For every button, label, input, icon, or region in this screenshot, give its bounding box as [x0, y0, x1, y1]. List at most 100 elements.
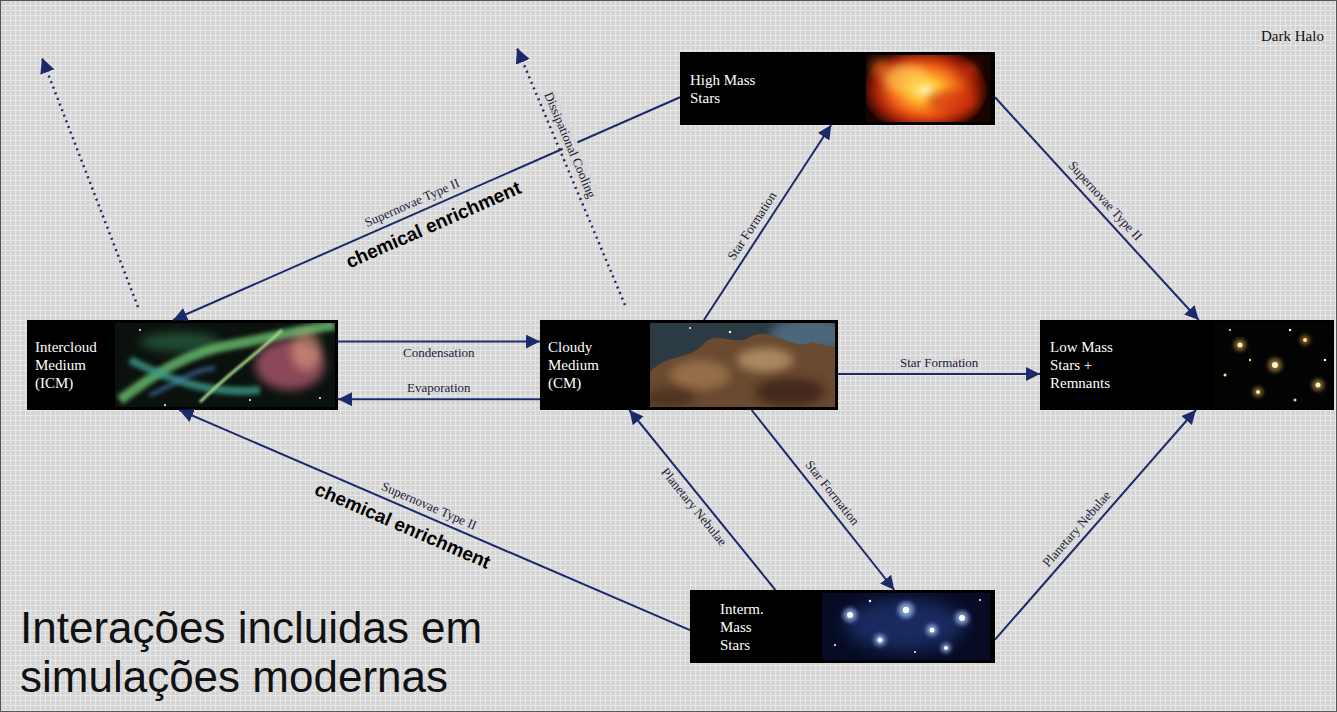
cluster-image [878, 638, 883, 643]
cluster-image [959, 615, 965, 621]
cluster-image [926, 624, 938, 636]
cluster-image [944, 646, 948, 650]
arrow-label: Supernovae Type II [1065, 158, 1146, 244]
nebula-image [319, 397, 321, 399]
cluster-image [843, 608, 857, 622]
cluster-image [979, 599, 981, 601]
nebula-image [164, 404, 166, 406]
box-title: High Mass Stars [690, 71, 770, 107]
cloud-image [755, 378, 825, 406]
supernova-image [927, 90, 977, 114]
process-label: Dissipational Cooling [539, 87, 600, 204]
flow-arrow [629, 410, 775, 590]
cluster-image [930, 628, 935, 633]
box-text-group: Intercloud Medium (ICM) [35, 338, 115, 392]
nebula-image [139, 329, 141, 331]
box-title: Intercloud Medium (ICM) [35, 338, 115, 392]
star-field-image [1289, 329, 1291, 331]
nebula-image [115, 323, 335, 407]
flow-arrow [338, 398, 540, 400]
process-box: Intercloud Medium (ICM) [27, 320, 338, 410]
cooling-arrow [42, 58, 138, 307]
cluster-image [898, 602, 914, 618]
region-label: Dark Halo [1261, 28, 1324, 45]
star-field-image [1316, 383, 1321, 388]
supernova-image [866, 55, 987, 122]
cluster-image [847, 612, 853, 618]
nebula-image [120, 325, 335, 400]
box-title: Interm. Mass Stars [720, 600, 782, 654]
cloud-image [650, 388, 695, 407]
star-field-image [1268, 358, 1282, 372]
arrow-label: Planetary Nebulae [1039, 488, 1114, 571]
star-field-image [1249, 359, 1251, 361]
box-title: Low Mass Stars + Remnants [1050, 338, 1130, 392]
box-panel [690, 590, 995, 663]
star-field-image [1229, 329, 1231, 331]
cluster-image [914, 651, 916, 653]
box-text-group: Cloudy Medium (CM) [548, 338, 628, 392]
box-panel [27, 320, 338, 410]
star-field-image [1256, 390, 1260, 394]
cluster-image [903, 607, 909, 613]
box-panel [1040, 320, 1334, 410]
star-field-image [1212, 323, 1331, 407]
arrow-label: Star Formation [801, 457, 862, 528]
flow-arrow [179, 410, 690, 630]
cloud-image [670, 360, 730, 390]
star-field-image [1238, 343, 1243, 348]
process-box: Cloudy Medium (CM) [540, 320, 838, 410]
box-text-group: High Mass Stars [690, 71, 770, 107]
supernova-image [870, 58, 890, 78]
nebula-image [115, 323, 335, 407]
box-panel [27, 52, 1334, 663]
supernova-image [866, 55, 990, 122]
process-box: Interm. Mass Stars [690, 590, 995, 663]
star-field-image [1234, 339, 1246, 351]
star-field-image [1300, 335, 1310, 345]
arrow-label: Planetary Nebulae [657, 465, 730, 549]
cluster-image [834, 644, 836, 646]
flow-arrow [338, 341, 540, 343]
process-box: High Mass Stars [680, 52, 995, 125]
star-field-image [1272, 362, 1278, 368]
star-field-image [1312, 379, 1324, 391]
cloud-image [689, 327, 691, 329]
nebula-image [150, 368, 215, 395]
flow-arrow [173, 97, 680, 320]
arrow-label: Star Formation [724, 189, 780, 263]
box-title: Cloudy Medium (CM) [548, 338, 628, 392]
flow-arrow [995, 410, 1196, 640]
supernova-image [962, 62, 978, 78]
nebula-image [249, 399, 251, 401]
cluster-image [822, 593, 990, 660]
cluster-image [869, 600, 871, 602]
flow-arrow [752, 410, 895, 590]
flow-arrow [704, 125, 831, 320]
flow-arrow [995, 97, 1199, 320]
flow-arrow [838, 373, 1040, 375]
cloud-image [737, 348, 793, 372]
nebula-image [291, 330, 321, 370]
star-field-image [1303, 338, 1307, 342]
arrow-label: Condensation [403, 345, 475, 361]
star-field-image [1224, 374, 1227, 377]
process-box: Low Mass Stars + Remnants [1040, 320, 1334, 410]
caption-note: Interações incluidas em simulações moder… [20, 603, 640, 702]
nebula-image [200, 330, 282, 402]
cooling-arrow [517, 48, 625, 305]
star-field-image [1253, 387, 1263, 397]
box-text-group: Low Mass Stars + Remnants [1050, 338, 1130, 392]
cooling-arrow [42, 48, 625, 307]
arrow-label: Evaporation [407, 380, 471, 396]
box-text-group: Interm. Mass Stars [720, 600, 782, 654]
cluster-image [955, 611, 969, 625]
cluster-image [822, 593, 990, 660]
star-field-image [1294, 399, 1297, 402]
arrow-label: Star Formation [900, 355, 978, 371]
star-field-image [1324, 359, 1326, 361]
cluster-image [874, 634, 886, 646]
cloud-image [650, 323, 835, 407]
